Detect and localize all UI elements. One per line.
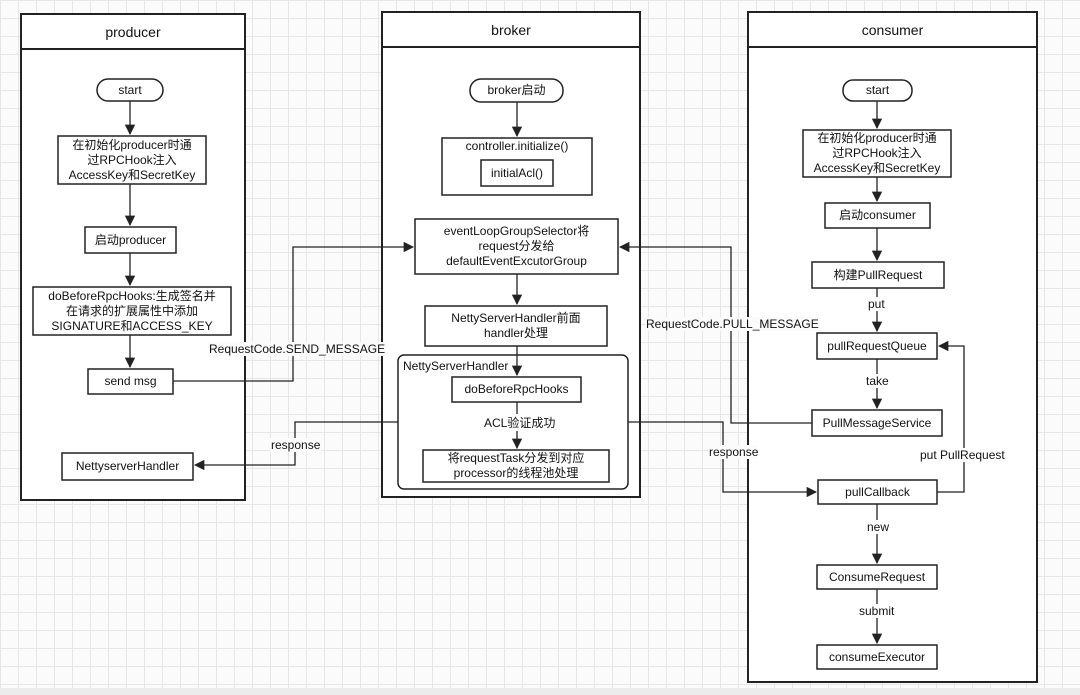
producer-init-label: 在初始化producer时通 过RPCHook注入 AccessKey和Secr… [68, 137, 196, 182]
producer-handler-node [61, 452, 194, 481]
consumer-build-node [811, 261, 945, 289]
consumer-callback-node [817, 479, 938, 505]
edge-send-message [173, 241, 415, 382]
consumer-executor-node [816, 644, 938, 670]
consumer-lane-title: consumer [861, 22, 924, 38]
broker-controller-label: controller.initialize() [465, 138, 569, 153]
producer-start-label: start [118, 82, 142, 97]
broker-lane-title: broker [491, 22, 531, 38]
edge-label-new: new [866, 520, 891, 534]
broker-dispatch-node [422, 449, 610, 483]
producer-init-node [57, 135, 207, 185]
consumer-queue-label: pullRequestQueue [827, 338, 927, 353]
producer-sign-node [32, 286, 232, 336]
edge-label-submit: submit [858, 604, 896, 618]
broker-dispatch-label: 将requestTask分发到对应 processor的线程池处理 [447, 451, 585, 480]
bottom-scroll-strip [0, 688, 1080, 695]
consumer-executor-label: consumeExecutor [828, 649, 926, 664]
edge-label-send-message: RequestCode.SEND_MESSAGE [208, 342, 387, 356]
broker-start-label: broker启动 [487, 83, 546, 97]
consumer-build-label: 构建PullRequest [833, 267, 923, 282]
consumer-request-node [816, 564, 938, 590]
consumer-callback-label: pullCallback [845, 484, 910, 499]
edge-pull-message [618, 241, 812, 424]
broker-hooks-label: doBeforeRpcHooks [464, 382, 569, 396]
consumer-launch-label: 启动consumer [839, 208, 916, 222]
producer-handler-label: NettyserverHandler [75, 459, 180, 473]
edge-put-pull-request [937, 340, 965, 493]
producer-launch-label: 启动producer [94, 232, 167, 247]
producer-send-label: send msg [104, 374, 157, 388]
consumer-start-label: start [865, 83, 890, 97]
consumer-request-label: ConsumeRequest [828, 569, 926, 584]
edge-label-response-right: response [708, 445, 760, 459]
consumer-service-label: PullMessageService [822, 415, 932, 430]
edge-label-put-pull-request: put PullRequest [919, 448, 1006, 462]
producer-launch-node [84, 226, 177, 254]
consumer-queue-node [816, 332, 938, 360]
broker-selector-label: eventLoopGroupSelector将 request分发给 defau… [443, 224, 590, 268]
broker-group-title: NettyServerHandler [403, 359, 509, 373]
producer-sign-label: doBeforeRpcHooks:生成签名并 在请求的扩展属性中添加 SIGNA… [48, 288, 216, 333]
edge-label-take: take [865, 374, 890, 388]
edge-label-acl-ok: ACL验证成功 [483, 414, 557, 431]
edge-label-pull-message: RequestCode.PULL_MESSAGE [645, 317, 820, 331]
broker-pre-label: NettyServerHandler前面 handler处理 [451, 311, 581, 340]
consumer-init-label: 在初始化producer时通 过RPCHook注入 AccessKey和Secr… [813, 131, 941, 175]
producer-lane-title: producer [105, 24, 161, 40]
edge-label-response-left: response [270, 438, 322, 452]
producer-send-node [87, 368, 174, 395]
broker-selector-node [414, 218, 619, 275]
broker-initacl-label: initialAcl() [490, 165, 543, 180]
broker-pre-node [424, 305, 608, 347]
broker-initacl-node [480, 159, 554, 187]
edge-label-put: put [867, 297, 886, 311]
consumer-init-node [802, 129, 952, 178]
